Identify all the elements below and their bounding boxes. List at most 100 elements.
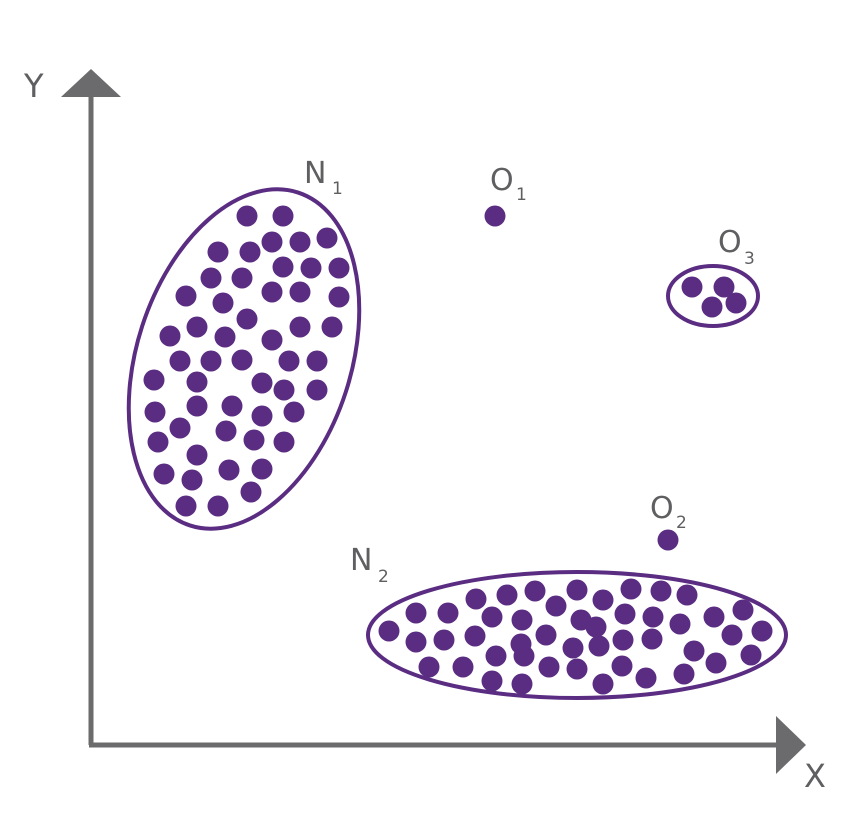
cluster-n2-point — [721, 624, 743, 646]
outlier-o1-label-main: O — [490, 163, 514, 198]
cluster-n2-point — [612, 629, 634, 651]
cluster-n1-point — [261, 329, 283, 351]
cluster-n1-point — [243, 429, 265, 451]
outlier-o1-label-sub: 1 — [516, 185, 527, 205]
cluster-o3-outline — [666, 264, 760, 328]
cluster-n2-point — [464, 625, 486, 647]
cluster-n2-point — [405, 602, 427, 624]
cluster-n2-point — [437, 602, 459, 624]
cluster-n2-point — [481, 606, 503, 628]
cluster-n1-point — [251, 458, 273, 480]
cluster-n1-point — [231, 267, 253, 289]
cluster-n2-point — [496, 584, 518, 606]
cluster-n2-point — [676, 584, 698, 606]
cluster-n2-point — [740, 644, 762, 666]
cluster-n2-point — [585, 616, 607, 638]
cluster-n2-point — [545, 595, 567, 617]
cluster-n2-point — [635, 667, 657, 689]
cluster-n1-point — [153, 463, 175, 485]
cluster-n2-point — [611, 655, 633, 677]
cluster-n1-point — [236, 205, 258, 227]
cluster-o3-point — [701, 296, 723, 318]
cluster-o3-label-main: O — [718, 225, 742, 260]
cluster-n2-points — [378, 578, 773, 695]
cluster-n2-point — [562, 637, 584, 659]
cluster-n2-point — [566, 579, 588, 601]
cluster-n2-point — [452, 656, 474, 678]
cluster-n1-point — [251, 405, 273, 427]
cluster-n2-point — [511, 673, 533, 695]
cluster-n1-point — [200, 350, 222, 372]
cluster-n2-point — [650, 580, 672, 602]
cluster-n1-point — [218, 459, 240, 481]
cluster-n2-point — [683, 640, 705, 662]
cluster-n2-point — [465, 588, 487, 610]
cluster-n2-point — [418, 656, 440, 678]
cluster-n1-point — [272, 256, 294, 278]
cluster-n1-point — [273, 431, 295, 453]
cluster-n2-point — [511, 609, 533, 631]
cluster-n1-point — [321, 316, 343, 338]
cluster-n1-point — [306, 379, 328, 401]
x-axis-arrow — [776, 716, 806, 774]
cluster-n2-point — [620, 578, 642, 600]
cluster-n2-point — [513, 645, 535, 667]
cluster-n1-point — [169, 417, 191, 439]
cluster-n1-point — [306, 350, 328, 372]
y-axis-arrow — [61, 69, 121, 97]
x-axis-label: X — [804, 757, 826, 795]
cluster-n1-point — [289, 231, 311, 253]
cluster-o3-label-sub: 3 — [744, 249, 755, 269]
cluster-n1-point — [169, 350, 191, 372]
cluster-n1-point — [207, 241, 229, 263]
cluster-n1-label: N 1 — [304, 156, 343, 199]
cluster-o3-point — [681, 276, 703, 298]
cluster-o3-point — [725, 292, 747, 314]
outlier-o2-label-sub: 2 — [676, 513, 687, 533]
cluster-n1-point — [273, 379, 295, 401]
cluster-n2-point — [485, 645, 507, 667]
cluster-n1-point — [186, 395, 208, 417]
cluster-n2-point — [535, 624, 557, 646]
cluster-n1-point — [231, 349, 253, 371]
cluster-n1-point — [240, 481, 262, 503]
cluster-n1-point — [272, 205, 294, 227]
cluster-n2-point — [732, 599, 754, 621]
cluster-n1-label-sub: 1 — [332, 179, 343, 199]
outlier-o1-label: O 1 — [490, 163, 527, 205]
cluster-n1-point — [261, 281, 283, 303]
outlier-point — [657, 529, 679, 551]
cluster-n1-point — [212, 292, 234, 314]
cluster-n2-point — [614, 603, 636, 625]
cluster-n1-point — [175, 285, 197, 307]
outlier-points — [484, 205, 679, 551]
cluster-n1-point — [251, 372, 273, 394]
cluster-n2-point — [642, 606, 664, 628]
cluster-n2-point — [538, 656, 560, 678]
cluster-n1-point — [221, 395, 243, 417]
cluster-n1-point — [207, 495, 229, 517]
cluster-n2-point — [673, 663, 695, 685]
cluster-n1-point — [186, 371, 208, 393]
cluster-n1-point — [239, 241, 261, 263]
cluster-n1-outline — [126, 187, 362, 531]
cluster-n1-point — [159, 325, 181, 347]
cluster-n2-label: N 2 — [350, 543, 389, 587]
cluster-n2-point — [566, 658, 588, 680]
cluster-n1-point — [147, 431, 169, 453]
cluster-n2-point — [433, 629, 455, 651]
cluster-n2-point — [378, 620, 400, 642]
cluster-n1-point — [278, 350, 300, 372]
cluster-o3-point — [713, 276, 735, 298]
cluster-n2-point — [405, 631, 427, 653]
cluster-n2-point — [524, 580, 546, 602]
cluster-o3-label: O 3 — [718, 225, 755, 269]
cluster-n1-point — [316, 227, 338, 249]
outlier-o2-label-main: O — [650, 491, 674, 526]
cluster-n2-point — [705, 652, 727, 674]
outlier-o2-label: O 2 — [650, 491, 687, 533]
cluster-n2-label-sub: 2 — [378, 567, 389, 587]
cluster-n1-point — [143, 369, 165, 391]
cluster-n2-point — [588, 635, 610, 657]
